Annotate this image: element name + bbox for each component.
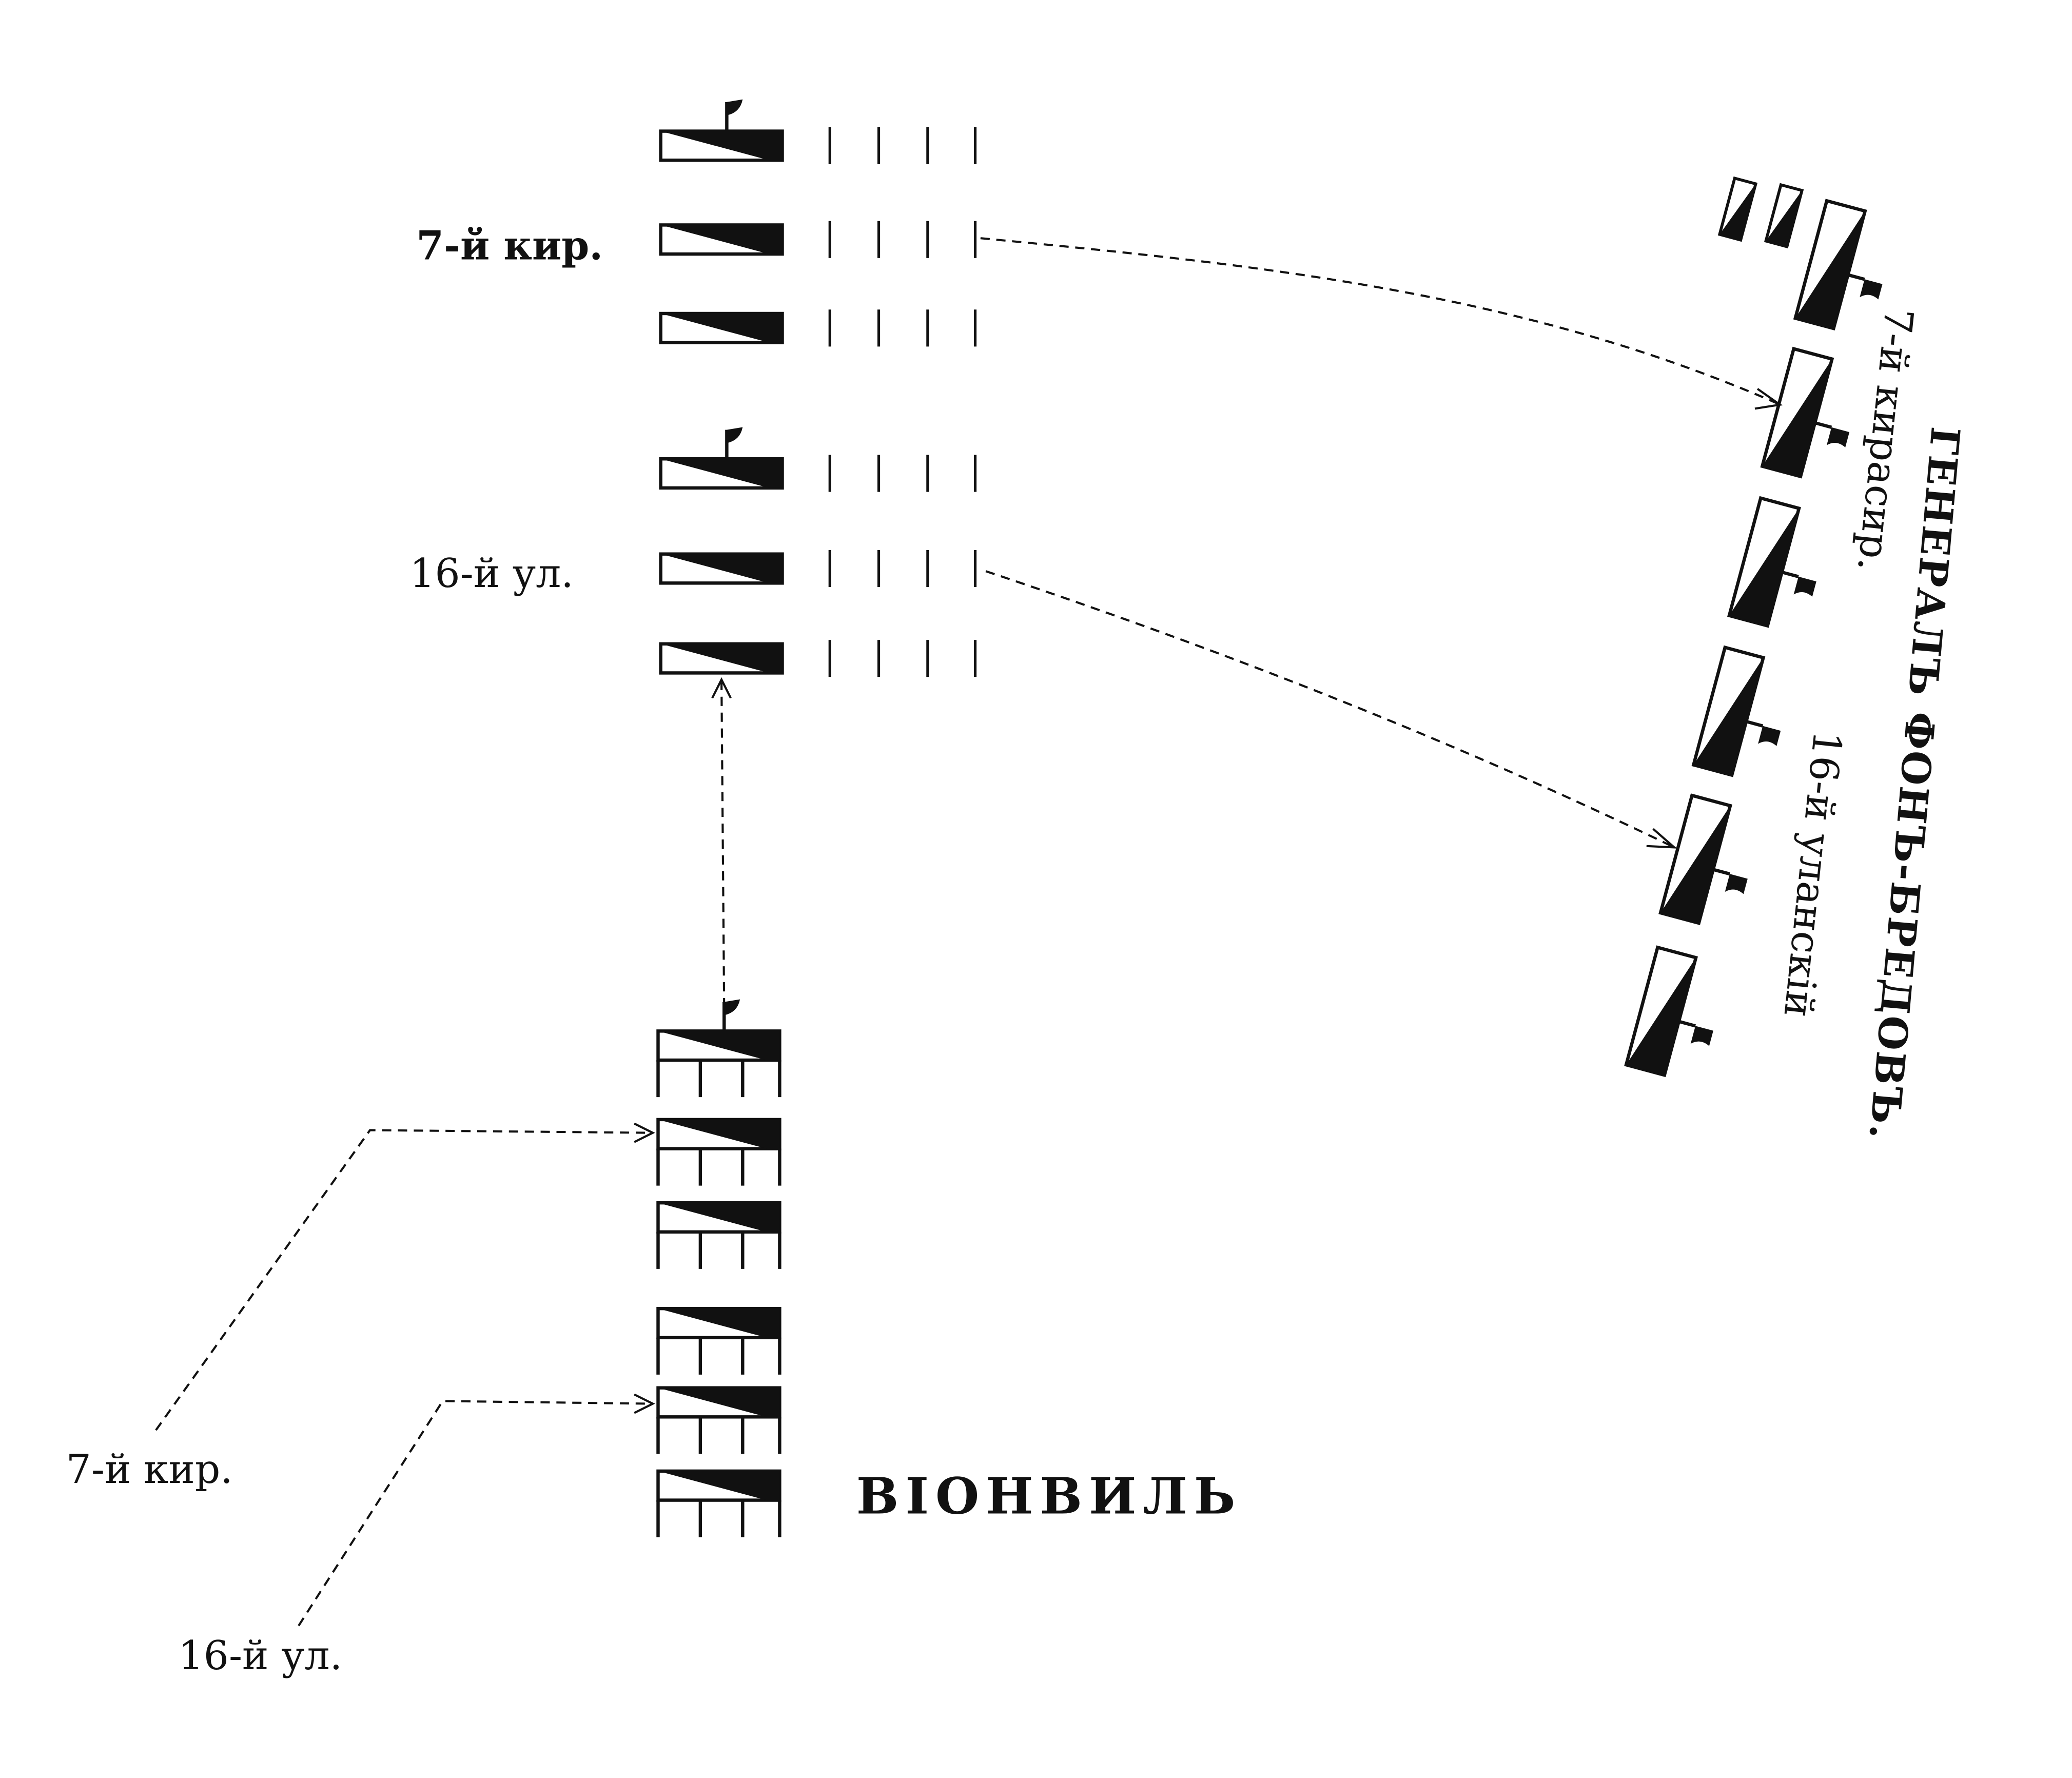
flag-icon <box>727 427 743 443</box>
flag-icon <box>724 999 740 1015</box>
squadron-symbol <box>656 1118 781 1150</box>
squadron-symbol <box>656 1029 781 1062</box>
tilted-squadron <box>1760 346 1850 479</box>
flag-icon <box>1826 427 1850 447</box>
label-7th-cuirassiers-top: 7-й кир. <box>416 222 603 269</box>
flag-pole <box>1814 421 1832 429</box>
flag-icon <box>1725 874 1748 894</box>
label-7th-cuirassiers-bottom: 7-й кир. <box>66 1447 233 1493</box>
squadron-symbol <box>659 642 784 675</box>
squadron-column <box>656 1201 781 1269</box>
squadron-fill <box>658 1471 780 1500</box>
movement-arrow-uhlans-bottom <box>298 1400 651 1627</box>
squadron-fill <box>660 313 783 343</box>
tilted-squadron <box>1658 793 1748 925</box>
squadron-fill <box>1766 190 1802 247</box>
movement-arrow-uhlans-to-bredow <box>985 570 1672 847</box>
squadron-line <box>659 221 977 258</box>
squadron-symbol <box>659 457 784 490</box>
squadron-column <box>656 1469 781 1537</box>
small-squadron <box>1764 183 1804 249</box>
squadron-symbol <box>659 129 784 162</box>
squadron-symbol <box>656 1201 781 1234</box>
squadron-symbol <box>659 552 784 585</box>
arrowhead <box>1646 828 1677 849</box>
top-column-squadrons <box>659 99 977 677</box>
label-16th-uhlans-right: 16-й уланскій <box>1774 729 1850 1020</box>
squadron-fill <box>1729 508 1799 626</box>
flag-pole <box>1746 719 1764 728</box>
squadron-fill <box>658 1203 780 1232</box>
small-squadron <box>1717 176 1758 242</box>
arrowhead <box>634 1393 655 1414</box>
flag-pole <box>1781 570 1799 578</box>
squadron-column <box>656 1386 781 1454</box>
squadron-fill <box>1660 806 1731 923</box>
label-16th-uhlans-bottom: 16-й ул. <box>179 1633 343 1679</box>
squadron-line <box>659 309 977 347</box>
flag-pole <box>1847 273 1865 281</box>
bottom-column-squadrons <box>656 999 781 1537</box>
tilted-squadron <box>1727 496 1816 628</box>
arrowhead <box>634 1122 655 1143</box>
squadron-fill <box>660 554 783 583</box>
squadron-symbol <box>656 1306 781 1340</box>
squadron-symbol <box>659 311 784 344</box>
flag-pole <box>1678 1020 1696 1028</box>
squadron-column <box>656 1118 781 1186</box>
squadron-line <box>659 99 977 164</box>
squadron-fill <box>660 459 783 488</box>
movement-arrow-cuirassiers-to-bredow <box>980 237 1778 404</box>
squadron-line <box>659 550 977 588</box>
squadron-column <box>656 999 781 1098</box>
flag-icon <box>1860 279 1883 300</box>
squadron-fill <box>658 1119 780 1149</box>
squadron-fill <box>660 643 783 673</box>
squadron-fill <box>658 1388 780 1417</box>
flag-icon <box>1793 576 1816 597</box>
town-label-vionville: ВІОНВИЛЬ <box>856 1467 1242 1526</box>
bredow-brigade-squadrons <box>1624 176 1883 1078</box>
squadron-fill <box>1626 958 1696 1076</box>
squadron-column <box>656 1306 781 1375</box>
flag-icon <box>1758 726 1781 746</box>
squadron-fill <box>658 1031 780 1060</box>
tilted-squadron <box>1624 945 1713 1078</box>
squadron-symbol <box>659 223 784 256</box>
squadron-line <box>659 640 977 677</box>
squadron-fill <box>660 225 783 255</box>
arrowhead <box>711 677 732 699</box>
tilted-squadron <box>1793 199 1883 331</box>
squadron-fill <box>1693 657 1764 775</box>
tilted-squadron <box>1691 645 1781 777</box>
flag-pole <box>1712 868 1730 876</box>
arrowhead <box>1754 388 1783 410</box>
squadron-fill <box>660 131 783 161</box>
label-16th-uhlans-top: 16-й ул. <box>409 551 574 597</box>
flag-icon <box>1690 1026 1713 1046</box>
label-7th-cuirassiers-right: 7-й кирасир. <box>1848 306 1922 574</box>
squadron-fill <box>658 1308 780 1338</box>
flag-icon <box>727 99 743 115</box>
squadron-fill <box>1719 184 1756 240</box>
squadron-fill <box>1795 211 1865 329</box>
squadron-line <box>659 427 977 492</box>
movement-arrow-vertical <box>720 682 726 1008</box>
squadron-symbol <box>656 1469 781 1502</box>
squadron-fill <box>1762 359 1832 477</box>
movement-arrow-cuirassiers-bottom <box>155 1129 651 1431</box>
squadron-symbol <box>656 1386 781 1419</box>
